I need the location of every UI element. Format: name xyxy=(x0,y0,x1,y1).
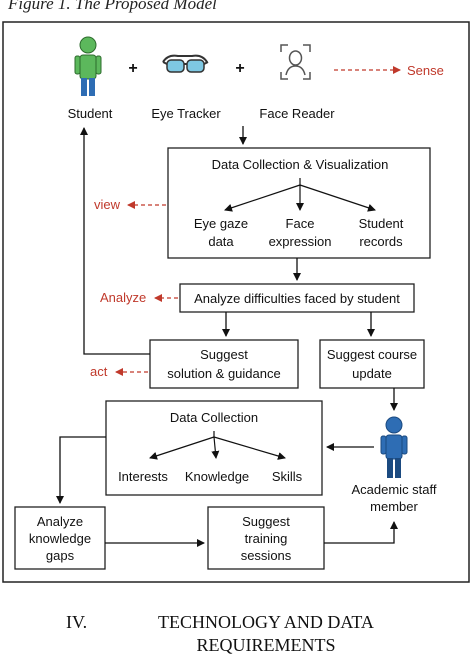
section-heading-continued: REQUIREMENTS xyxy=(0,635,474,656)
face-reader-icon xyxy=(280,44,311,80)
knowledge-label: Knowledge xyxy=(185,469,249,484)
suggest-course-box xyxy=(319,339,425,389)
feedback-arrow-to-student xyxy=(80,127,150,355)
suggest-solution-line2: solution & guidance xyxy=(167,366,280,381)
suggest-training-line3: sessions xyxy=(241,548,292,563)
student-label: Student xyxy=(68,106,113,121)
analyze-difficulties-label: Analyze difficulties faced by student xyxy=(194,291,400,306)
suggest-course-line2: update xyxy=(352,366,392,381)
data-collection-title: Data Collection xyxy=(170,410,258,425)
plus-sign-2: + xyxy=(235,60,244,77)
analyze-difficulties-box xyxy=(179,283,415,313)
section-title-line1: TECHNOLOGY AND DATA xyxy=(158,612,374,632)
view-label: view xyxy=(94,197,121,212)
analyze-gaps-line2: knowledge xyxy=(29,531,91,546)
dc-branch-left xyxy=(149,436,215,460)
suggest-training-box xyxy=(207,506,325,570)
figure-caption: Figure 1. The Proposed Model xyxy=(8,0,217,13)
student-records-line1: Student xyxy=(359,216,404,231)
interests-label: Interests xyxy=(118,469,168,484)
skills-label: Skills xyxy=(272,469,303,484)
analyze-gaps-line3: gaps xyxy=(46,548,75,563)
suggest-training-line1: Suggest xyxy=(242,514,290,529)
suggest-solution-box xyxy=(149,339,299,389)
academic-staff-label-line2: member xyxy=(370,499,418,514)
data-collection-box xyxy=(105,400,323,496)
eye-gaze-data-line1: Eye gaze xyxy=(194,216,248,231)
plus-sign-1: + xyxy=(128,60,137,77)
section-number: IV. xyxy=(66,612,88,632)
student-icon xyxy=(74,36,102,96)
suggest-course-line1: Suggest course xyxy=(327,347,417,362)
dcv-branch-left xyxy=(224,184,301,212)
eye-gaze-data-line2: data xyxy=(208,234,234,249)
eye-tracker-label: Eye Tracker xyxy=(151,106,221,121)
arrow-training-to-staff xyxy=(324,521,398,544)
dc-branch-right xyxy=(213,436,286,460)
analyze-label: Analyze xyxy=(100,290,146,305)
act-label: act xyxy=(90,364,108,379)
section-title-line2: REQUIREMENTS xyxy=(196,635,336,655)
academic-staff-label-line1: Academic staff xyxy=(351,482,436,497)
arrow-to-analyze-gaps xyxy=(56,436,106,504)
suggest-solution-line1: Suggest xyxy=(200,347,248,362)
dcv-branch-right xyxy=(299,184,376,212)
face-expression-line2: expression xyxy=(269,234,332,249)
eye-tracker-icon xyxy=(162,54,209,73)
analyze-gaps-box xyxy=(14,506,106,570)
student-records-line2: records xyxy=(359,234,403,249)
outer-frame xyxy=(2,21,470,583)
suggest-training-line2: training xyxy=(245,531,288,546)
analyze-gaps-line1: Analyze xyxy=(37,514,83,529)
face-expression-line1: Face xyxy=(286,216,315,231)
section-heading: IV. TECHNOLOGY AND DATA xyxy=(0,612,474,633)
data-collection-visualization-title: Data Collection & Visualization xyxy=(212,157,389,172)
academic-staff-icon xyxy=(380,416,408,478)
dc-branch-center xyxy=(211,436,220,459)
face-reader-label: Face Reader xyxy=(259,106,335,121)
sense-label: Sense xyxy=(407,63,444,78)
